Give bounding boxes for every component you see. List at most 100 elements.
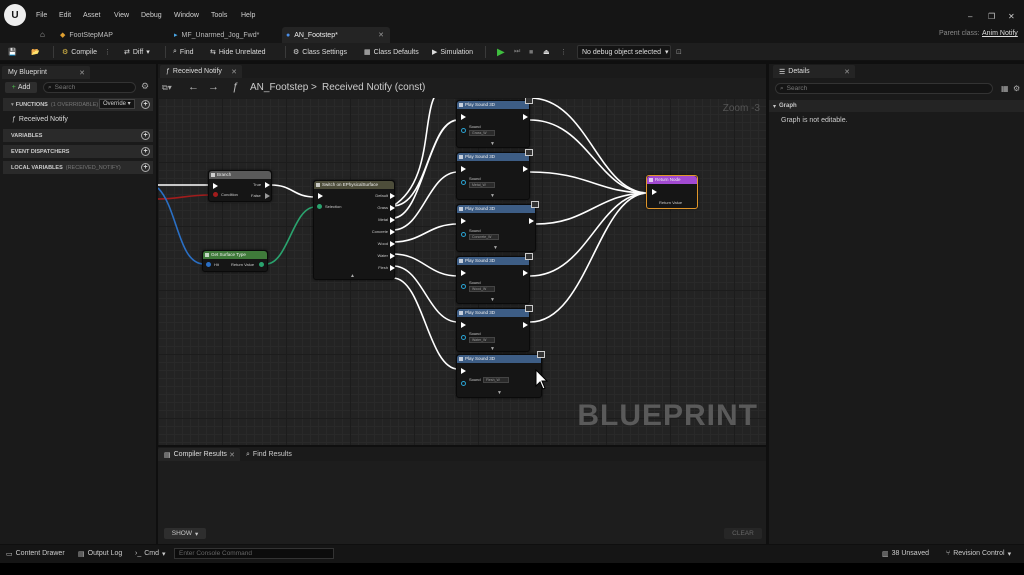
view-options-icon[interactable]: ⧉▾ [162,83,172,92]
details-search[interactable]: ⌕ Search [775,83,993,94]
add-dispatcher-icon[interactable]: + [141,147,150,156]
unreal-logo[interactable]: U [4,4,26,26]
exec-out-pin[interactable] [523,114,528,120]
exec-in-pin[interactable] [461,166,466,172]
exec-out-pin[interactable] [523,166,528,172]
play-sound-node[interactable]: Play Sound 3D Sound Metal_W ▼ [456,149,533,200]
tab-find-results[interactable]: ⌕ Find Results [246,451,292,458]
functions-section[interactable]: ▾ FUNCTIONS (1 OVERRIDABLE) Override ▾ + [3,98,153,111]
exec-out-pin[interactable] [390,229,395,235]
return-value-pin[interactable] [259,262,264,267]
exec-out-pin[interactable] [523,322,528,328]
add-button[interactable]: + Add [5,82,37,93]
hide-unrelated-button[interactable]: ⇆ Hide Unrelated [210,48,266,57]
local-variables-section[interactable]: LOCAL VARIABLES (RECEIVED_NOTIFY) + [3,161,153,174]
sound-pin[interactable] [461,180,466,185]
add-variable-icon[interactable]: + [141,131,150,140]
tab-footstepmap[interactable]: ◆ FootStepMAP [56,27,166,43]
condition-pin[interactable] [213,192,218,197]
settings-gear-icon[interactable]: ⚙ [1013,84,1021,93]
class-defaults-button[interactable]: ▦ Class Defaults [364,48,419,57]
sound-asset-field[interactable]: Grass_W [469,130,495,136]
stop-icon[interactable]: ■ [529,48,534,56]
maximize-icon[interactable]: ❐ [988,12,996,21]
exec-in-pin[interactable] [652,189,657,195]
override-dropdown[interactable]: Override ▾ [99,99,135,109]
exec-out-pin[interactable] [529,218,534,224]
return-node[interactable]: Return Node Return Value [646,175,698,209]
play-sound-node[interactable]: Play Sound 3D Sound Water_W ▼ [456,305,533,352]
menu-edit[interactable]: Edit [59,12,72,19]
close-icon[interactable]: ✕ [231,68,237,76]
exec-out-pin[interactable] [390,265,395,271]
close-window-icon[interactable]: ✕ [1008,12,1015,21]
class-settings-button[interactable]: ⚙ Class Settings [293,48,348,57]
play-sound-node[interactable]: Play Sound 3D Sound Concrete_W ▼ [456,201,539,252]
save-icon[interactable]: 💾 [8,49,17,56]
console-input[interactable]: Enter Console Command [174,548,334,559]
exec-in-pin[interactable] [461,218,466,224]
exec-in-pin[interactable] [213,183,218,189]
exec-out-pin[interactable] [390,253,395,259]
event-dispatchers-section[interactable]: EVENT DISPATCHERS + [3,145,153,158]
expand-chevron-icon[interactable]: ▼ [490,193,495,199]
close-icon[interactable]: ✕ [844,68,850,76]
menu-view[interactable]: View [114,12,130,19]
play-sound-node[interactable]: Play Sound 3D Sound Flesh_W ▼ [456,351,545,398]
parent-class-link[interactable]: Anim Notify [982,30,1018,37]
sound-pin[interactable] [461,284,466,289]
tab-received-notify[interactable]: ƒ Received Notify ✕ [160,65,242,78]
play-icon[interactable]: ▶ [497,46,505,58]
close-icon[interactable]: ✕ [79,69,85,77]
exec-in-pin[interactable] [461,270,466,276]
minimize-icon[interactable]: – [968,12,973,21]
tab-compiler-results[interactable]: ▤ Compiler Results ✕ [158,448,240,461]
graph-canvas[interactable]: Zoom -3 [158,98,766,445]
content-drawer-button[interactable]: ▭ Content Drawer [6,550,65,558]
get-surface-type-node[interactable]: Get Surface Type Hit Return Value [202,250,268,272]
exec-out-true-pin[interactable] [265,182,270,188]
menu-tools[interactable]: Tools [211,12,228,19]
exec-in-pin[interactable] [461,114,466,120]
step-icon[interactable]: ⏭ [514,48,521,55]
my-blueprint-search[interactable]: ⌕ Search [43,82,136,93]
sound-asset-field[interactable]: Metal_W [469,182,495,188]
sound-asset-field[interactable]: Concrete_W [469,234,499,240]
tab-mf-unarmed-jog[interactable]: ▸ MF_Unarmed_Jog_Fwd* [170,27,280,43]
home-icon[interactable]: ⌂ [40,30,45,39]
tab-my-blueprint[interactable]: My Blueprint ✕ [2,66,90,79]
sound-pin[interactable] [461,232,466,237]
sound-pin[interactable] [461,128,466,133]
unsaved-indicator[interactable]: ▥ 38 Unsaved [882,550,929,558]
output-log-button[interactable]: ▤ Output Log [78,550,123,558]
branch-node[interactable]: Branch Condition True False [208,170,272,202]
tab-details[interactable]: ☰ Details ✕ [773,65,855,78]
selection-pin[interactable] [317,204,322,209]
exec-out-false-pin[interactable] [265,193,270,199]
close-icon[interactable]: ✕ [229,451,235,459]
menu-asset[interactable]: Asset [83,12,101,19]
variables-section[interactable]: VARIABLES + [3,129,153,142]
revision-control-button[interactable]: ⑂ Revision Control ▾ [946,550,1012,558]
diff-button[interactable]: ⇄ Diff ▾ [124,48,150,57]
more-options-icon[interactable]: ⋮ [103,49,111,56]
sound-asset-field[interactable]: Wood_W [469,286,495,292]
play-sound-node[interactable]: Play Sound 3D Sound Grass_W ▼ [456,98,533,148]
debug-object-select[interactable]: No debug object selected ▾ [577,45,671,59]
expand-chevron-icon[interactable]: ▼ [490,297,495,303]
menu-file[interactable]: File [36,12,48,19]
grid-view-icon[interactable]: ▦ [1001,84,1009,93]
exec-in-pin[interactable] [461,368,466,374]
clear-button[interactable]: CLEAR [724,528,762,539]
play-sound-node[interactable]: Play Sound 3D Sound Wood_W ▼ [456,253,533,304]
eject-icon[interactable]: ⏏ [543,49,550,56]
show-button[interactable]: SHOW ▾ [164,528,206,539]
expand-chevron-icon[interactable]: ▼ [490,141,495,147]
settings-gear-icon[interactable]: ⚙ [141,81,150,91]
exec-in-pin[interactable] [318,193,323,199]
menu-debug[interactable]: Debug [141,12,162,19]
debug-filter-icon[interactable]: ⊡ [676,49,682,56]
sound-asset-field[interactable]: Water_W [469,337,495,343]
compile-button[interactable]: ⚙ Compile ⋮ [62,48,111,57]
exec-out-pin[interactable] [390,241,395,247]
